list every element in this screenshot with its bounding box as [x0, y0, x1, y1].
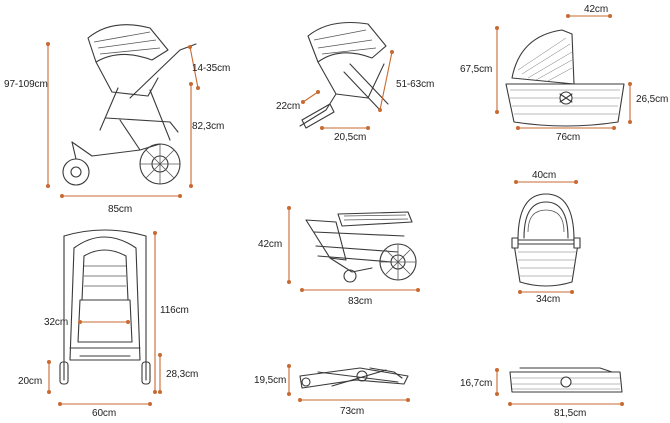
flat-fold-view [299, 367, 409, 389]
label-bassinet-top-width: 42cm [584, 4, 609, 15]
label-front-seat-width: 32cm [44, 317, 69, 328]
label-stroller-height: 97-109cm [4, 79, 48, 90]
bassinet-side-dimensions [495, 14, 632, 130]
label-bassinet-fold-height: 16,7cm [460, 378, 493, 389]
bassinet-front-dimensions [514, 180, 578, 294]
label-front-height: 116cm [160, 305, 189, 316]
label-bassinet-depth: 26,5cm [636, 94, 669, 105]
label-footrest-length: 22cm [276, 101, 301, 112]
label-bassinet-front-bottom: 34cm [536, 294, 561, 305]
label-bassinet-height: 67,5cm [460, 64, 493, 75]
label-bassinet-length: 76cm [556, 132, 581, 143]
label-folded-height: 42cm [258, 239, 283, 250]
seat-unit-dimensions [301, 50, 394, 130]
bassinet-folded-view [509, 367, 623, 393]
label-flat-fold-height: 19,5cm [254, 375, 287, 386]
label-flat-fold-length: 73cm [340, 406, 365, 417]
label-front-base-height: 28,3cm [166, 369, 199, 380]
label-seat-height: 51-63cm [396, 79, 435, 90]
label-front-width: 60cm [92, 408, 117, 419]
stroller-front-view [59, 229, 151, 385]
flat-fold-dimensions [287, 364, 410, 402]
stroller-side-dimensions [46, 42, 200, 198]
label-stroller-length: 85cm [108, 204, 133, 215]
label-bassinet-fold-length: 81,5cm [554, 408, 587, 419]
folded-stroller-view [305, 211, 417, 283]
label-front-axle-height: 20cm [18, 376, 43, 387]
label-seat-depth: 20,5cm [334, 132, 367, 143]
bassinet-front-view [511, 193, 581, 287]
folded-stroller-dimensions [287, 206, 420, 292]
label-stroller-handle-height: 82,3cm [192, 121, 225, 132]
label-folded-length: 83cm [348, 296, 373, 307]
label-bassinet-front-top: 40cm [532, 170, 557, 181]
stroller-front-dimensions [47, 231, 162, 406]
label-handle-offset: 14-35cm [192, 63, 231, 74]
bassinet-side-view [505, 29, 625, 127]
stroller-side-view [62, 24, 197, 186]
bassinet-folded-dimensions [495, 368, 624, 406]
seat-unit-view [299, 21, 389, 129]
